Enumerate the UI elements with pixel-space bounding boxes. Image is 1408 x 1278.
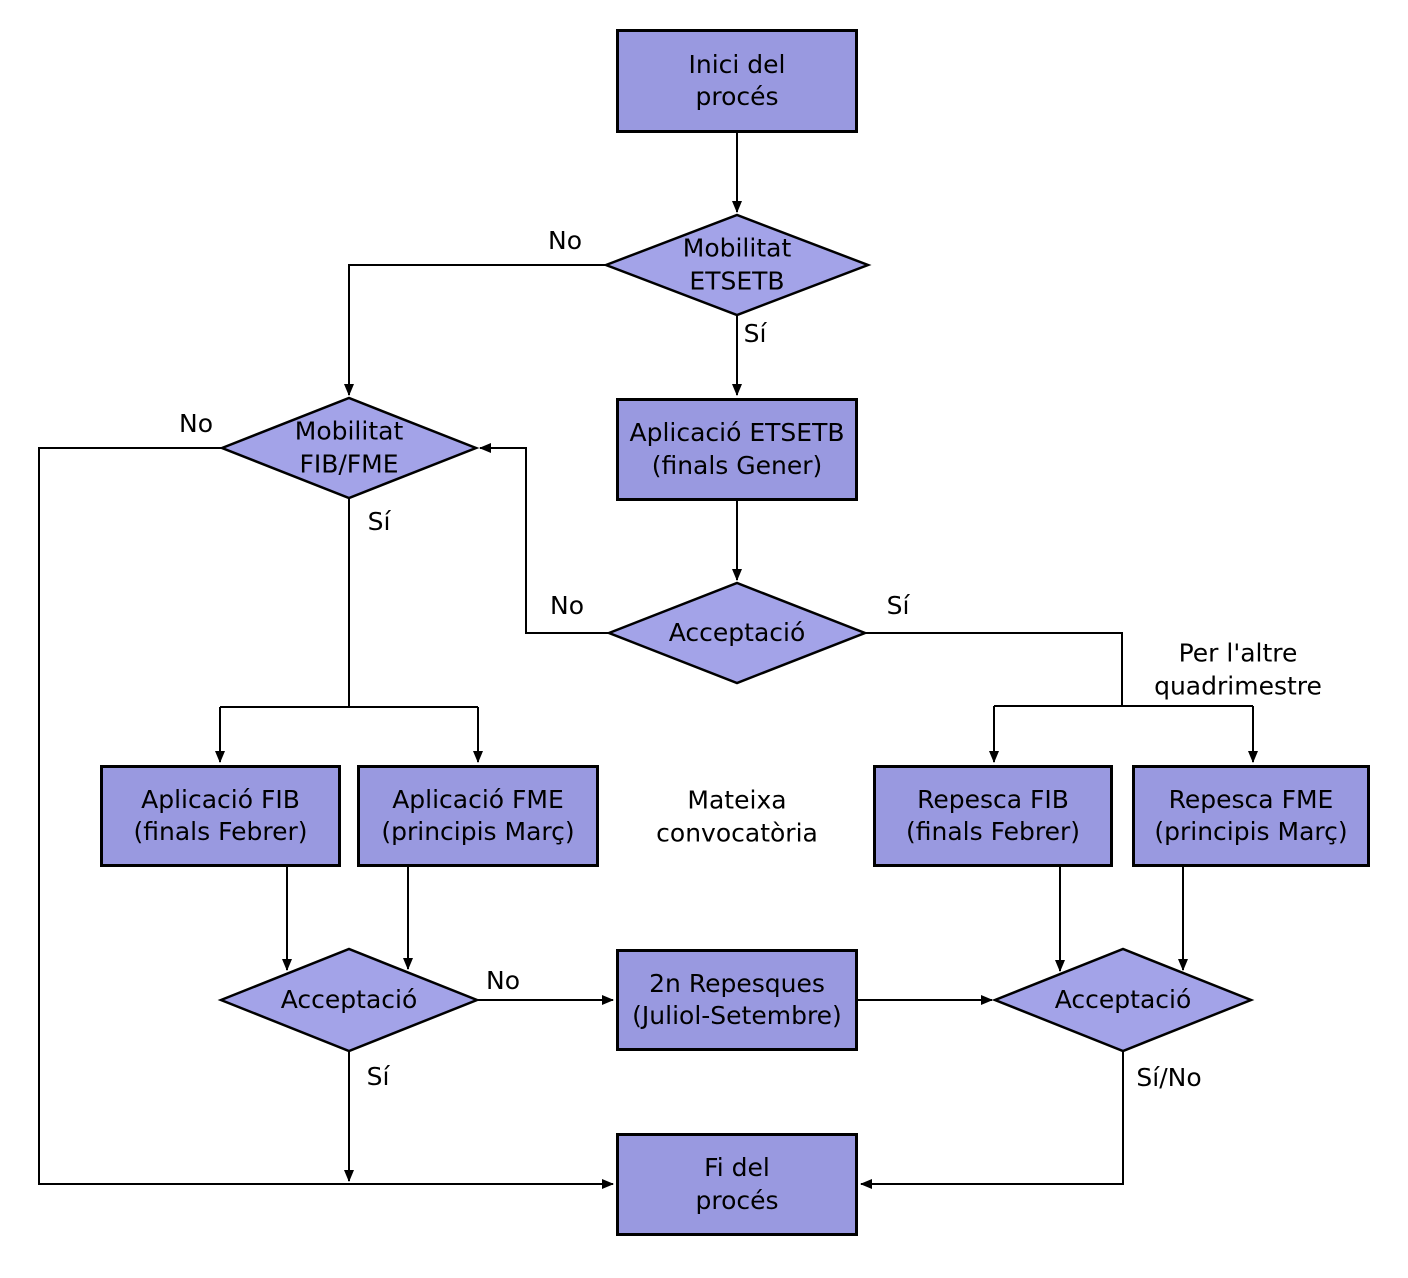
node-aplicacio-etsetb: Aplicació ETSETB (finals Gener) [616,398,858,501]
node-acceptacio2-label: Acceptació [280,984,418,1014]
node-aplicacio-fib-label: Aplicació FIB (finals Febrer) [133,784,308,847]
node-inici-label: Inici del procés [688,49,786,112]
node-aplicacio-fme-label: Aplicació FME (principis Març) [381,784,575,847]
node-fi-label: Fi del procés [695,1153,779,1215]
decision-acceptacio2-shape [217,947,481,1053]
node-inici: Inici del procés [616,29,858,133]
edge-label-acceptacio1-no: No [550,591,584,620]
edge-acceptacio3-sino [860,1051,1124,1189]
edge-acceptacio1-no [479,443,609,634]
edge-label-fibfme-no: No [179,409,213,438]
annotation-mateixa-convocatoria: Mateixa convocatòria [656,785,818,848]
decision-mobilitat-etsetb-shape [602,213,872,317]
node-mobilitat-etsetb-label: Mobilitat ETSETB [682,233,792,296]
node-aplicacio-fme: Aplicació FME (principis Març) [357,765,599,867]
edge-label-acceptacio2-si: Sí [366,1062,390,1091]
annotation-per-laltre-quadrimestre: Per l'altre quadrimestre [1154,638,1322,701]
node-repesca-fme-label: Repesca FME (principis Març) [1154,784,1348,847]
edge-label-fibfme-si: Sí [367,507,391,536]
edge-fibfme-no [38,447,614,1189]
node-fi: Fi del procés [616,1133,858,1236]
node-repesca-fib-label: Repesca FIB (finals Febrer) [906,784,1080,847]
edge-label-acceptacio1-si: Sí [886,591,910,620]
node-aplicacio-fib: Aplicació FIB (finals Febrer) [100,765,341,867]
node-repesques-2n-label: 2n Repesques (Juliol-Setembre) [632,968,842,1031]
node-mobilitat-fibfme-label: Mobilitat FIB/FME [294,416,404,479]
node-acceptacio3-label: Acceptació [1054,984,1192,1014]
edge-etsetb-no [344,264,606,396]
node-repesca-fme: Repesca FME (principis Març) [1132,765,1370,867]
node-repesca-fib: Repesca FIB (finals Febrer) [873,765,1113,867]
edge-acceptacio1-si [865,632,1123,706]
edge-label-acceptacio3-sino: Sí/No [1136,1063,1202,1092]
node-aplicacio-etsetb-label: Aplicació ETSETB (finals Gener) [629,418,845,480]
node-repesques-2n: 2n Repesques (Juliol-Setembre) [616,949,858,1051]
decision-acceptacio1-shape [605,581,869,685]
edge-label-etsetb-no: No [548,226,582,255]
decision-acceptacio3-shape [991,947,1255,1053]
edge-label-etsetb-si: Sí [743,319,767,348]
decision-mobilitat-fibfme-shape [218,396,480,500]
node-acceptacio1-label: Acceptació [668,617,806,647]
edge-label-acceptacio2-no: No [486,966,520,995]
